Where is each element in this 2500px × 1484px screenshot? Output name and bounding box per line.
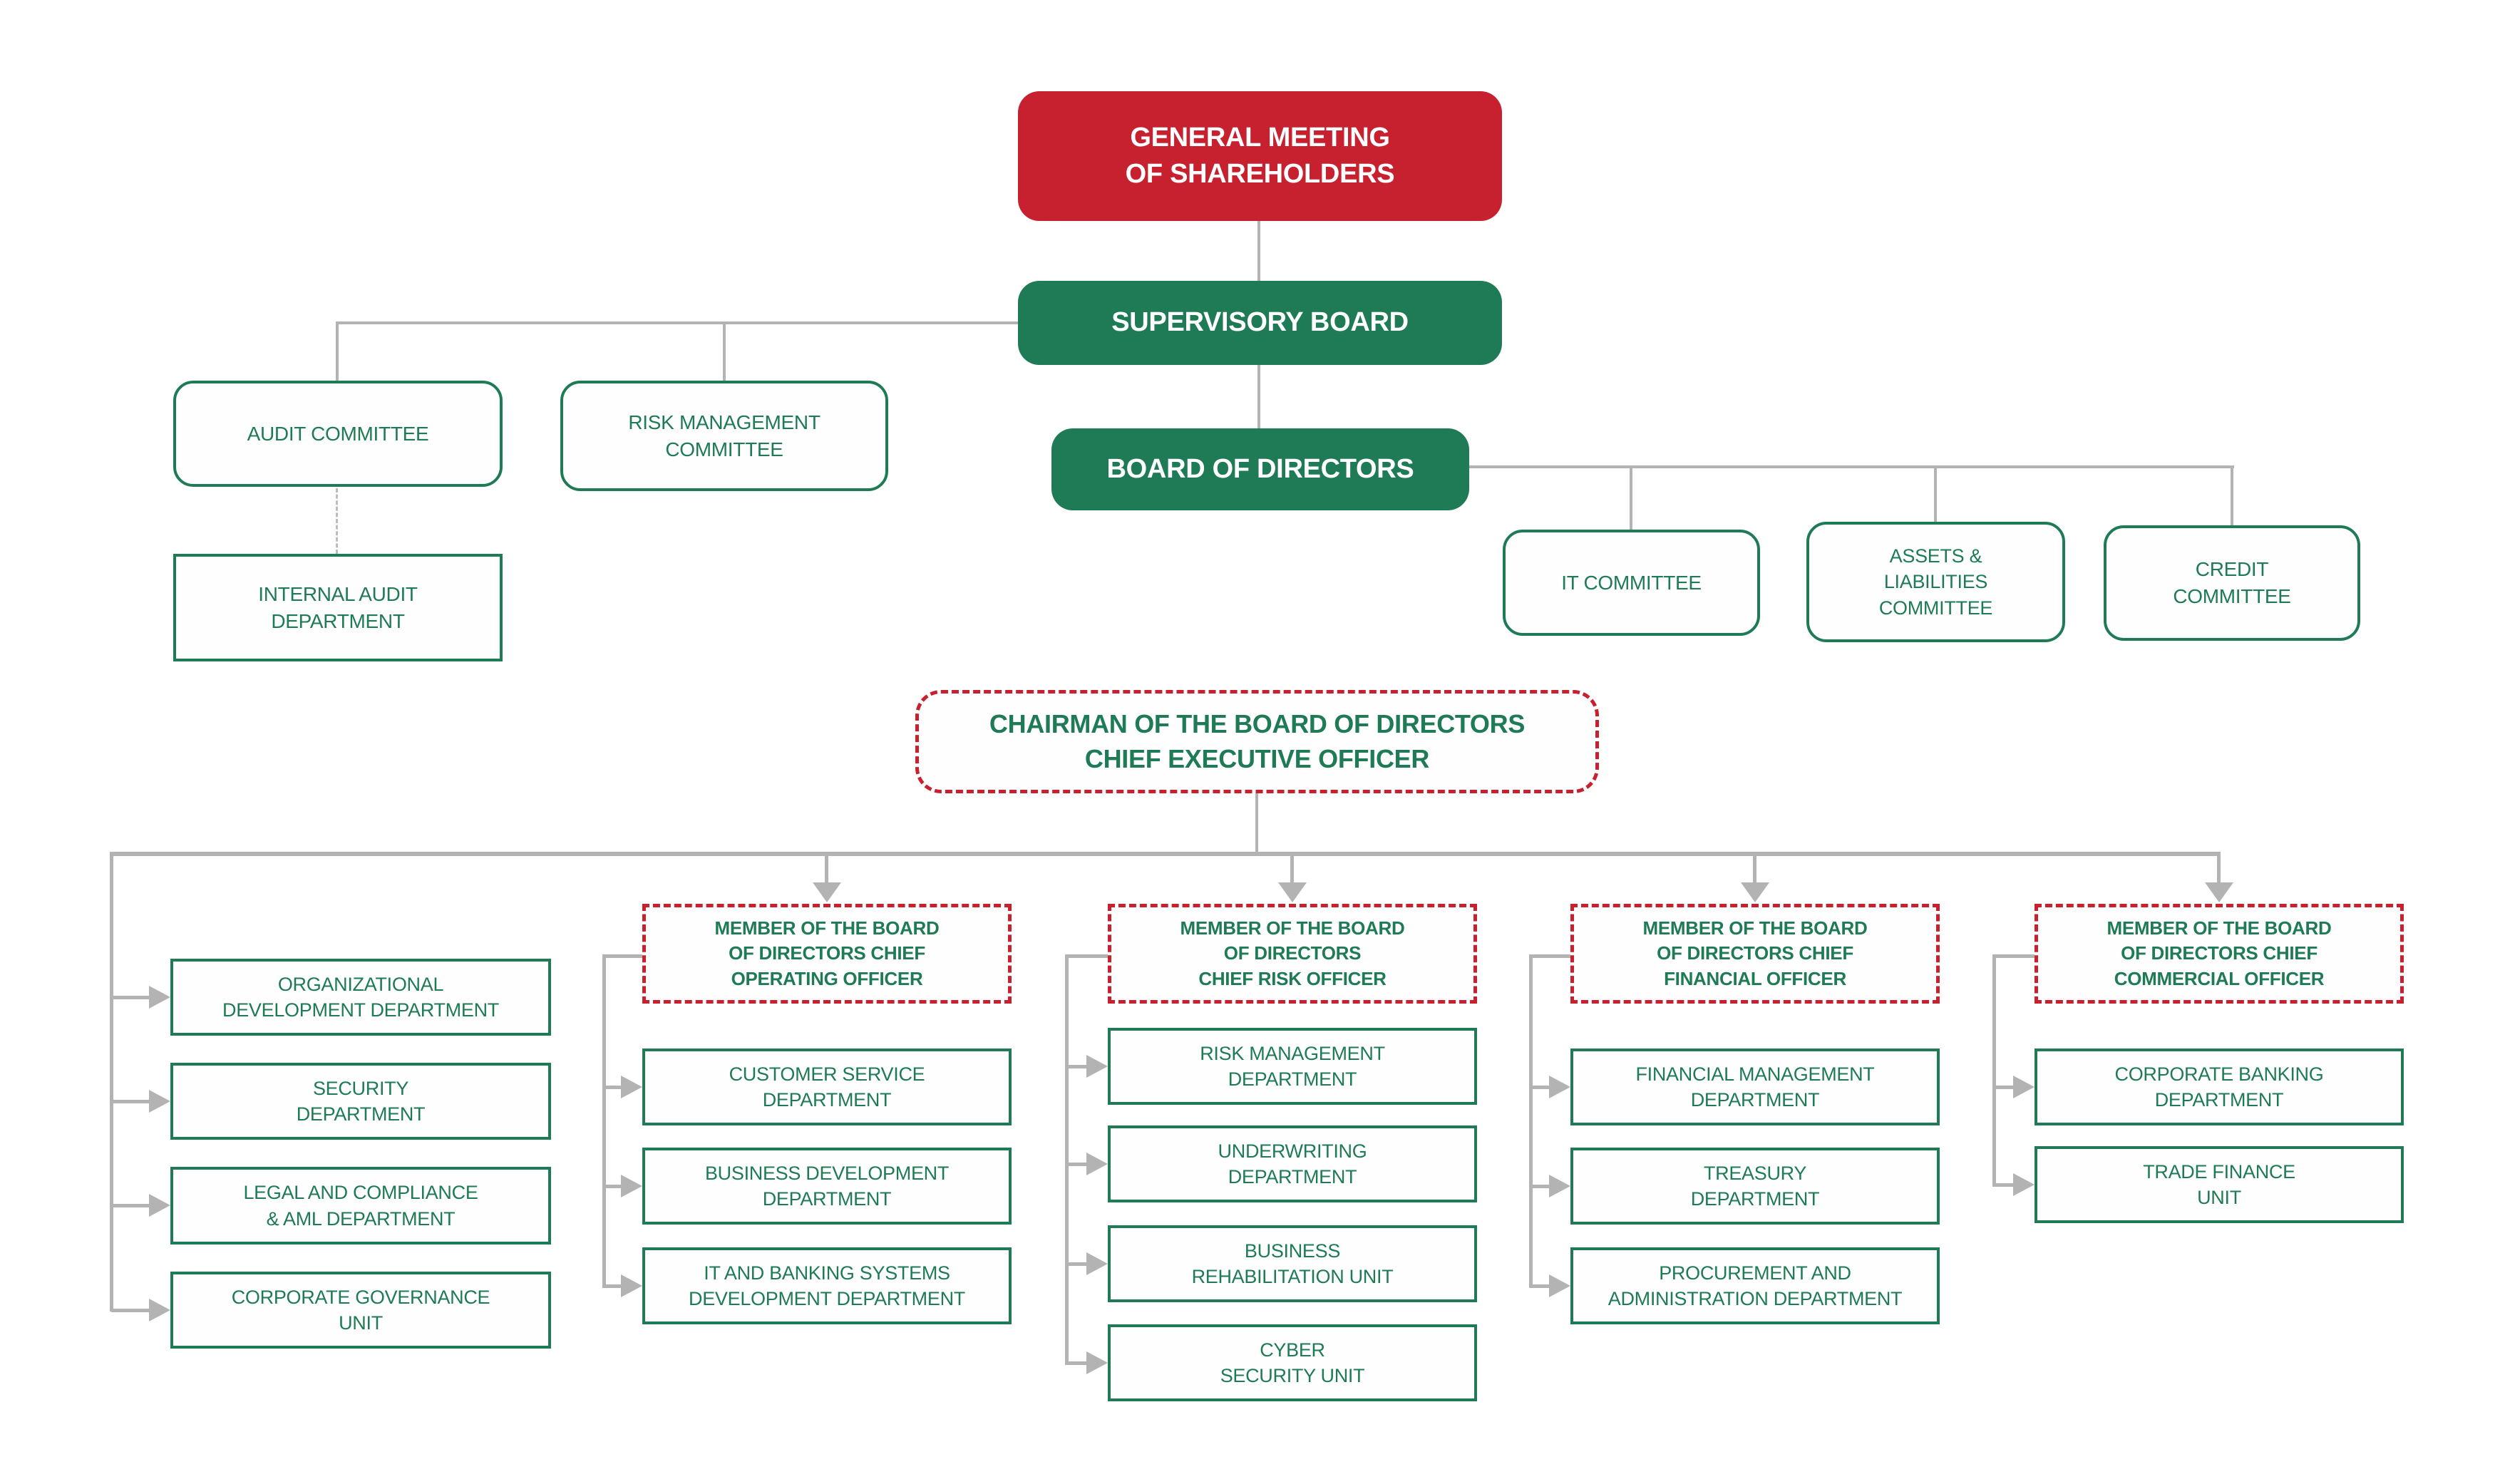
node-risk-management-committee: RISK MANAGEMENT COMMITTEE [560, 381, 888, 491]
arrow-right-cco-1 [2013, 1076, 2035, 1098]
node-member-cro: MEMBER OF THE BOARD OF DIRECTORS CHIEF R… [1108, 904, 1477, 1004]
connector-bod-right-branch [1469, 465, 2234, 468]
connector-sb-left-branch [336, 321, 1018, 324]
connector-cro-elbow-2 [1065, 1163, 1086, 1166]
node-it-committee: IT COMMITTEE [1503, 530, 1760, 636]
node-internal-audit-department: INTERNAL AUDIT DEPARTMENT [173, 554, 503, 661]
node-business-rehabilitation-unit: BUSINESS REHABILITATION UNIT [1108, 1225, 1477, 1302]
arrow-right-cfo-1 [1549, 1076, 1570, 1098]
node-business-development-department: BUSINESS DEVELOPMENT DEPARTMENT [642, 1148, 1012, 1225]
node-chairman-ceo: CHAIRMAN OF THE BOARD OF DIRECTORS CHIEF… [915, 690, 1599, 793]
connector-drop-member-coo [825, 856, 828, 883]
connector-admin-elbow-4 [111, 1309, 149, 1312]
node-treasury-department: TREASURY DEPARTMENT [1570, 1148, 1940, 1225]
arrow-right-coo-1 [621, 1076, 642, 1098]
node-legal-compliance-aml-department: LEGAL AND COMPLIANCE & AML DEPARTMENT [170, 1167, 551, 1245]
node-risk-management-department: RISK MANAGEMENT DEPARTMENT [1108, 1028, 1477, 1105]
connector-coo-elbow-1 [602, 1086, 621, 1089]
node-member-cfo: MEMBER OF THE BOARD OF DIRECTORS CHIEF F… [1570, 904, 1940, 1004]
node-credit-committee: CREDIT COMMITTEE [2104, 525, 2360, 641]
connector-cfo-elbow-2 [1529, 1185, 1549, 1188]
node-security-department: SECURITY DEPARTMENT [170, 1063, 551, 1140]
connector-sb-bod [1257, 364, 1260, 429]
connector-cco-stub [1992, 954, 2035, 958]
node-it-banking-systems-department: IT AND BANKING SYSTEMS DEVELOPMENT DEPAR… [642, 1247, 1012, 1324]
connector-cro-elbow-3 [1065, 1262, 1086, 1266]
node-corporate-governance-unit: CORPORATE GOVERNANCE UNIT [170, 1272, 551, 1349]
connector-admin-elbow-3 [111, 1204, 149, 1207]
node-assets-liabilities-committee: ASSETS & LIABILITIES COMMITTEE [1806, 522, 2065, 642]
connector-cfo-elbow-1 [1529, 1086, 1549, 1089]
node-procurement-administration-department: PROCUREMENT AND ADMINISTRATION DEPARTMEN… [1570, 1247, 1940, 1324]
arrow-right-admin-3 [149, 1194, 170, 1217]
connector-coo-elbow-2 [602, 1185, 621, 1188]
node-board-of-directors: BOARD OF DIRECTORS [1051, 428, 1469, 510]
connector-coo-elbow-3 [602, 1284, 621, 1288]
arrow-right-admin-1 [149, 986, 170, 1009]
connector-gms-sb [1257, 220, 1260, 282]
connector-drop-member-cro [1290, 856, 1294, 883]
arrow-right-cfo-2 [1549, 1175, 1570, 1197]
arrow-down-member-cco [2205, 882, 2233, 902]
connector-drop-audit-committee [336, 321, 339, 382]
connector-drop-credit-committee [2231, 465, 2233, 527]
connector-admin-elbow-1 [111, 996, 149, 999]
arrow-right-admin-2 [149, 1090, 170, 1113]
node-cyber-security-unit: CYBER SECURITY UNIT [1108, 1324, 1477, 1401]
connector-drop-member-cfo [1753, 856, 1756, 883]
connector-drop-it-committee [1630, 465, 1632, 531]
connector-cfo-elbow-3 [1529, 1284, 1549, 1288]
connector-coo-stub [602, 954, 642, 958]
connector-cfo-vertical [1529, 954, 1533, 1287]
arrow-right-cco-2 [2013, 1173, 2035, 1196]
arrow-down-member-cfo [1741, 882, 1769, 902]
node-supervisory-board: SUPERVISORY BOARD [1018, 281, 1502, 365]
arrow-right-coo-3 [621, 1274, 642, 1297]
connector-cro-elbow-1 [1065, 1065, 1086, 1068]
connector-drop-assets-committee [1934, 465, 1937, 523]
arrow-right-cro-2 [1086, 1153, 1108, 1175]
node-customer-service-department: CUSTOMER SERVICE DEPARTMENT [642, 1048, 1012, 1125]
arrow-right-coo-2 [621, 1175, 642, 1197]
connector-cco-elbow-2 [1992, 1183, 2013, 1187]
connector-cco-elbow-1 [1992, 1086, 2013, 1089]
node-corporate-banking-department: CORPORATE BANKING DEPARTMENT [2035, 1048, 2404, 1125]
node-member-cco: MEMBER OF THE BOARD OF DIRECTORS CHIEF C… [2035, 904, 2404, 1004]
connector-admin-vertical [110, 852, 113, 1312]
connector-cco-vertical [1992, 954, 1996, 1186]
node-member-coo: MEMBER OF THE BOARD OF DIRECTORS CHIEF O… [642, 904, 1012, 1004]
arrow-down-member-cro [1278, 882, 1307, 902]
arrow-right-cro-4 [1086, 1351, 1108, 1374]
connector-admin-elbow-2 [111, 1100, 149, 1103]
connector-distributor [111, 852, 2221, 856]
connector-drop-member-cco [2217, 856, 2221, 883]
connector-chairman-drop [1255, 793, 1258, 853]
arrow-right-cro-1 [1086, 1055, 1108, 1078]
arrow-right-cro-3 [1086, 1252, 1108, 1275]
connector-coo-vertical [602, 954, 606, 1287]
node-general-meeting-of-shareholders: GENERAL MEETING OF SHAREHOLDERS [1018, 91, 1502, 221]
connector-cro-vertical [1065, 954, 1069, 1364]
node-audit-committee: AUDIT COMMITTEE [173, 381, 503, 487]
node-trade-finance-unit: TRADE FINANCE UNIT [2035, 1146, 2404, 1223]
arrow-down-member-coo [813, 882, 841, 902]
connector-cro-elbow-4 [1065, 1361, 1086, 1365]
node-financial-management-department: FINANCIAL MANAGEMENT DEPARTMENT [1570, 1048, 1940, 1125]
node-underwriting-department: UNDERWRITING DEPARTMENT [1108, 1125, 1477, 1202]
connector-cro-stub [1065, 954, 1108, 958]
arrow-right-cfo-3 [1549, 1274, 1570, 1297]
connector-audit-internal-dashed [336, 488, 338, 554]
arrow-right-admin-4 [149, 1299, 170, 1321]
connector-drop-risk-committee [723, 321, 726, 382]
connector-cfo-stub [1529, 954, 1570, 958]
node-organizational-development-department: ORGANIZATIONAL DEVELOPMENT DEPARTMENT [170, 959, 551, 1036]
